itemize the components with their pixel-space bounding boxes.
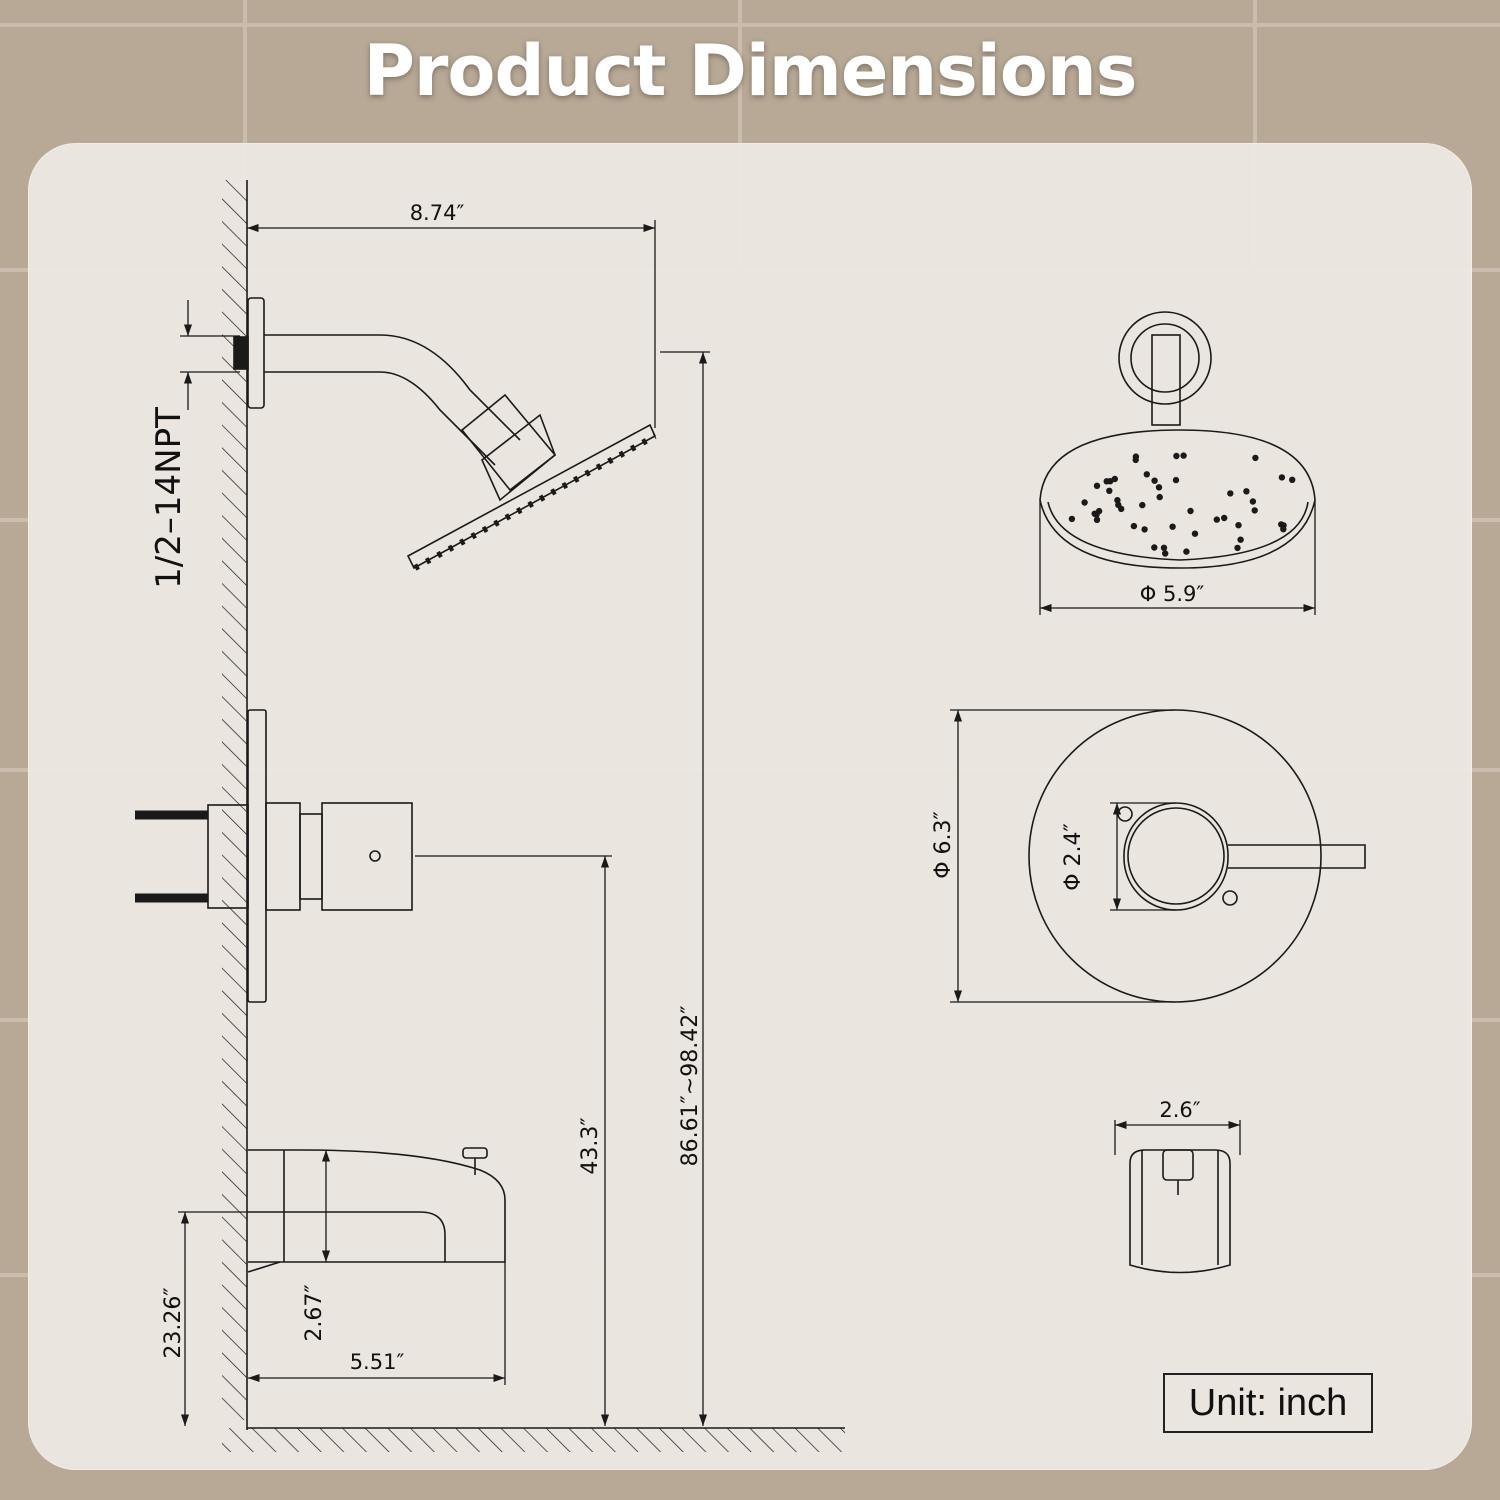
nozzle-dot [1251, 507, 1258, 514]
page-title: Product Dimensions [363, 30, 1138, 112]
nozzle-dot [1187, 507, 1194, 515]
nozzle-dot [1280, 526, 1287, 533]
valve-side-view [135, 709, 413, 1003]
diagram-panel [28, 143, 1472, 1470]
spout-width-label: 2.6″ [1159, 1098, 1200, 1122]
nozzle-dot [1183, 548, 1190, 555]
nozzle-dot [1237, 536, 1244, 543]
nozzle-dot [1115, 501, 1122, 509]
nozzle-dot [1139, 501, 1146, 509]
nozzle-dot [1221, 514, 1228, 522]
thread-size-label: 1/2–14NPT [149, 407, 189, 589]
trim-diameter-label: Φ 6.3″ [931, 811, 956, 879]
nozzle-dot [1249, 498, 1257, 505]
shower-head-side-view [406, 423, 657, 571]
nozzle-dot [1227, 490, 1234, 497]
nozzle-dot [1068, 515, 1076, 523]
unit-label: Unit: inch [1163, 1373, 1373, 1433]
nozzle-dot [1252, 454, 1259, 462]
nozzle-dot [1093, 482, 1101, 489]
floor-section [222, 1427, 845, 1452]
nozzle-dot [1173, 452, 1180, 460]
nozzle-dot [1162, 550, 1169, 557]
nozzle-dot [1132, 453, 1140, 460]
nozzle-dot [1160, 544, 1168, 551]
nozzle-dot [1155, 484, 1163, 491]
spray-nozzles [1068, 452, 1296, 557]
nozzle-dot [1106, 487, 1113, 494]
nozzle-dot [1151, 477, 1158, 484]
head-height-label: 86.61″~98.42″ [678, 1006, 703, 1167]
shower-head-front-view [1039, 311, 1316, 569]
nozzle-dot [1156, 493, 1163, 501]
nozzle-dot [1213, 516, 1221, 523]
spout-drop-label: 2.67″ [302, 1284, 327, 1341]
nozzle-dot [1111, 475, 1119, 483]
nozzle-dot [1191, 530, 1199, 537]
nozzle-dot [1169, 523, 1176, 530]
nozzle-dot [1081, 499, 1088, 506]
nozzle-dot [1289, 476, 1296, 483]
nozzle-dot [1278, 474, 1286, 481]
spout-reach-label: 5.51″ [350, 1350, 405, 1374]
valve-height-label: 43.3″ [578, 1117, 603, 1174]
nozzle-dot [1243, 488, 1250, 495]
nozzle-dot [1180, 452, 1187, 459]
tub-spout-side-view [247, 1147, 506, 1273]
nozzle-dot [1141, 526, 1148, 533]
nozzle-dot [1103, 478, 1110, 485]
nozzle-dot [1130, 522, 1138, 530]
nozzle-dot [1234, 544, 1241, 552]
nozzle-dot [1093, 516, 1101, 523]
head-diameter-label: Φ 5.9″ [1140, 582, 1205, 606]
nozzle-dot [1172, 476, 1180, 484]
nozzle-dot [1143, 471, 1151, 478]
nozzle-dot [1151, 544, 1158, 551]
spout-height-label: 23.26″ [161, 1287, 186, 1358]
wall-section [222, 180, 248, 1430]
nozzle-dot [1235, 522, 1242, 529]
tub-spout-front-view [1129, 1149, 1231, 1274]
arm-reach-label: 8.74″ [410, 201, 465, 225]
nozzle-dot [1095, 507, 1103, 515]
handle-diameter-label: Φ 2.4″ [1061, 823, 1086, 891]
shower-arm-side-view [233, 297, 557, 502]
